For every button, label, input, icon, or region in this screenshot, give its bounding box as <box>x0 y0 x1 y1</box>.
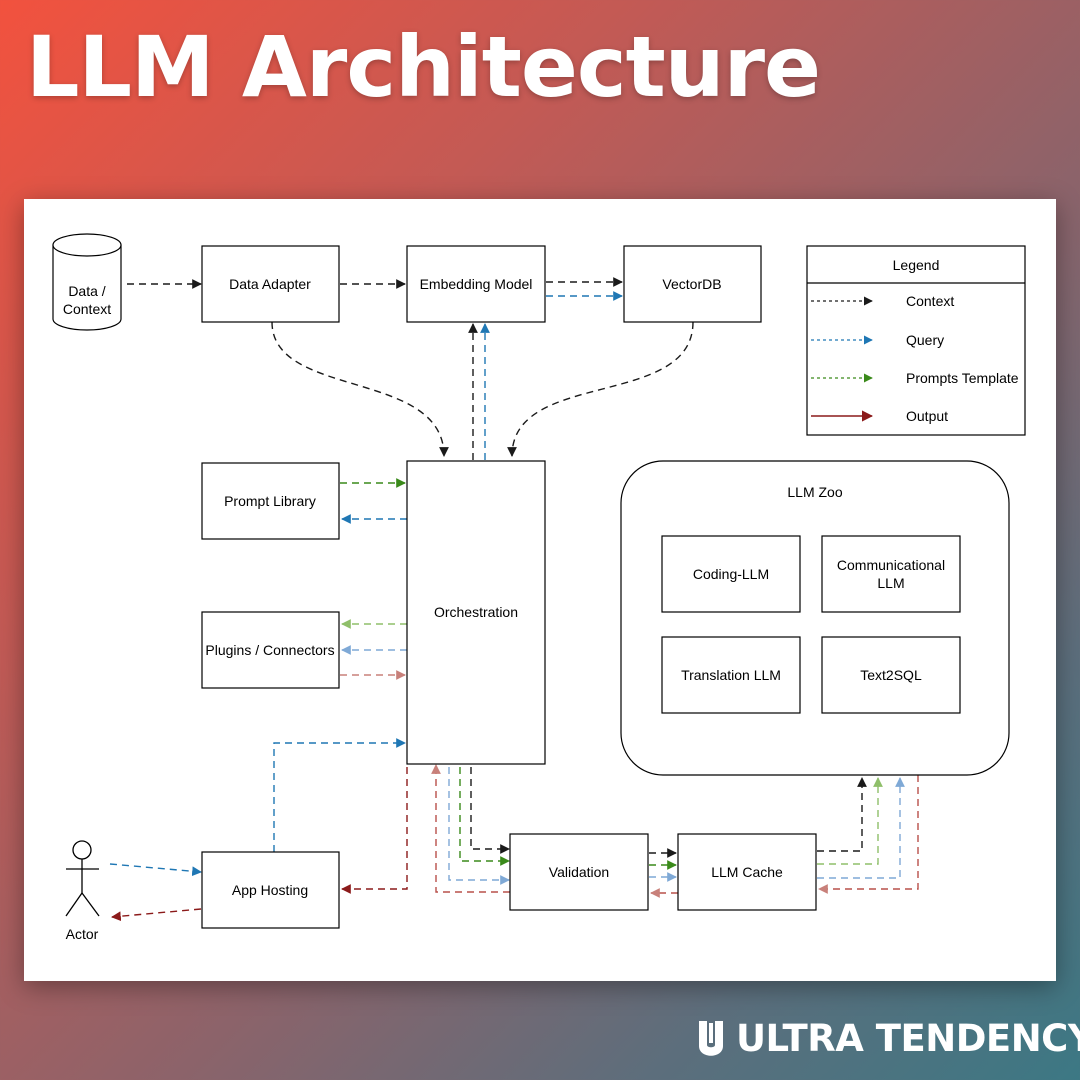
arrow-zoo-to-cache <box>818 775 919 894</box>
coding-llm-box <box>661 535 801 613</box>
app-hosting-box <box>201 851 340 929</box>
arrow-cache-to-zoo-query <box>817 777 905 879</box>
translation-llm-box <box>661 636 801 714</box>
arrow-cache-to-zoo-prompts <box>817 777 883 865</box>
text2sql-box <box>821 636 961 714</box>
text2sql-label: Text2SQL <box>860 667 922 683</box>
orchestration-box <box>406 460 546 765</box>
actor-label: Actor <box>66 926 99 942</box>
translation-llm-label: Translation LLM <box>681 667 781 683</box>
arrow-orchestration-to-apphosting <box>341 767 408 894</box>
architecture-diagram: Data / Context Data Adapter Embedding Mo… <box>52 233 1026 942</box>
arrow-apphosting-to-actor <box>111 908 202 922</box>
vectordb-label: VectorDB <box>662 276 721 292</box>
communicational-llm-box <box>821 535 961 613</box>
plugins-connectors-box <box>201 611 340 689</box>
orchestration-label: Orchestration <box>434 604 518 620</box>
plugins-connectors-label: Plugins / Connectors <box>205 642 334 658</box>
legend-prompts-label: Prompts Template <box>906 370 1019 386</box>
data-adapter-box <box>201 245 340 323</box>
vectordb-box <box>623 245 762 323</box>
app-hosting-label: App Hosting <box>232 882 308 898</box>
coding-llm-label: Coding-LLM <box>693 566 769 582</box>
data-context-store <box>52 233 122 331</box>
validation-box <box>509 833 649 911</box>
embedding-model-box <box>406 245 546 323</box>
arrow-orchestration-to-validation-query <box>448 767 510 885</box>
brand-logo: ULTRA TENDENCY <box>696 1014 1080 1062</box>
actor-icon <box>65 840 100 917</box>
legend-output-label: Output <box>906 408 948 424</box>
arrow-orchestration-to-validation-context <box>470 767 510 854</box>
arrow-vectordb-to-orchestration <box>507 321 694 457</box>
arrow-cache-to-zoo-context <box>817 777 867 852</box>
data-context-label-2: Context <box>63 301 111 317</box>
llm-zoo-container <box>620 460 1010 776</box>
communicational-llm-label-2: LLM <box>877 575 904 591</box>
prompt-library-box <box>201 462 340 540</box>
validation-label: Validation <box>549 864 609 880</box>
data-context-label-1: Data / <box>68 283 105 299</box>
arrow-actor-to-apphosting <box>109 863 202 877</box>
page-title: LLM Architecture <box>26 18 821 116</box>
llm-cache-label: LLM Cache <box>711 864 783 880</box>
arrow-apphosting-to-orchestration <box>273 738 406 852</box>
arrow-validation-to-orchestration <box>431 764 510 893</box>
arrow-orchestration-to-validation-prompts <box>459 767 510 866</box>
u-logo-icon <box>699 1021 723 1056</box>
llm-zoo-title: LLM Zoo <box>787 484 842 500</box>
brand-name: ULTRA TENDENCY <box>736 1016 1080 1060</box>
legend-context-label: Context <box>906 293 954 309</box>
communicational-llm-label-1: Communicational <box>837 557 945 573</box>
legend-query-label: Query <box>906 332 944 348</box>
embedding-model-label: Embedding Model <box>420 276 533 292</box>
arrow-adapter-to-orchestration <box>271 321 449 457</box>
diagram-panel: Data / Context Data Adapter Embedding Mo… <box>24 199 1056 981</box>
data-adapter-label: Data Adapter <box>229 276 311 292</box>
legend-title: Legend <box>893 257 940 273</box>
llm-cache-box <box>677 833 817 911</box>
prompt-library-label: Prompt Library <box>224 493 316 509</box>
